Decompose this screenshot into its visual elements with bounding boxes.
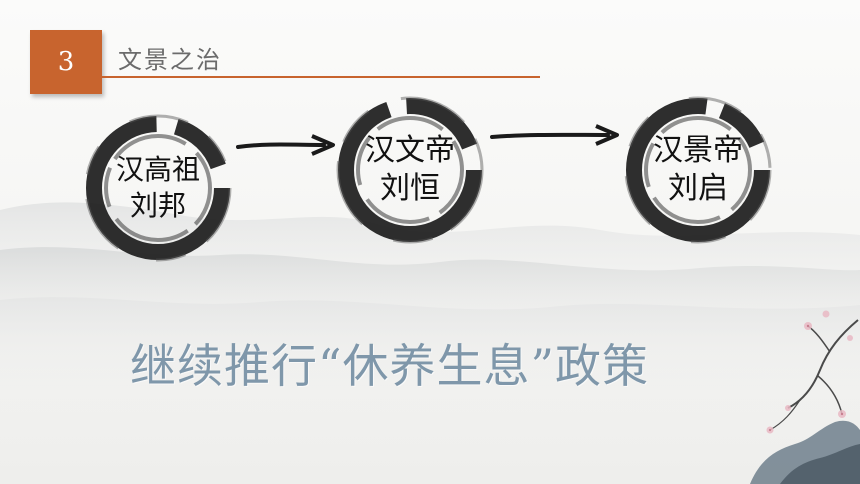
node-name: 刘邦	[129, 189, 186, 222]
plum-blossom-branch-icon	[766, 310, 859, 434]
header-underline	[102, 76, 540, 78]
flow-node-emperor-gaozu: 汉高祖 刘邦	[78, 108, 238, 268]
node-label: 汉高祖 刘邦	[78, 108, 238, 268]
node-name: 刘启	[668, 171, 728, 206]
node-title: 汉高祖	[115, 153, 200, 186]
ink-rock-icon	[750, 420, 860, 484]
flow-node-emperor-jing: 汉景帝 刘启	[618, 90, 778, 250]
flow-node-emperor-wen: 汉文帝 刘恒	[330, 90, 490, 250]
policy-statement: 继续推行“休养生息”政策	[130, 339, 650, 393]
section-number-badge: 3	[30, 30, 102, 94]
ink-arrow-icon	[490, 124, 619, 146]
ink-circle-icon	[624, 96, 772, 244]
ink-circle-icon	[84, 114, 232, 262]
ink-arrow-icon	[236, 134, 335, 156]
ink-circle-icon	[336, 96, 484, 244]
section-title: 文景之治	[118, 46, 222, 74]
node-label: 汉文帝 刘恒	[330, 90, 490, 250]
node-name: 刘恒	[380, 171, 440, 206]
node-label: 汉景帝 刘启	[618, 90, 778, 250]
node-title: 汉景帝	[653, 133, 743, 168]
node-title: 汉文帝	[365, 133, 455, 168]
